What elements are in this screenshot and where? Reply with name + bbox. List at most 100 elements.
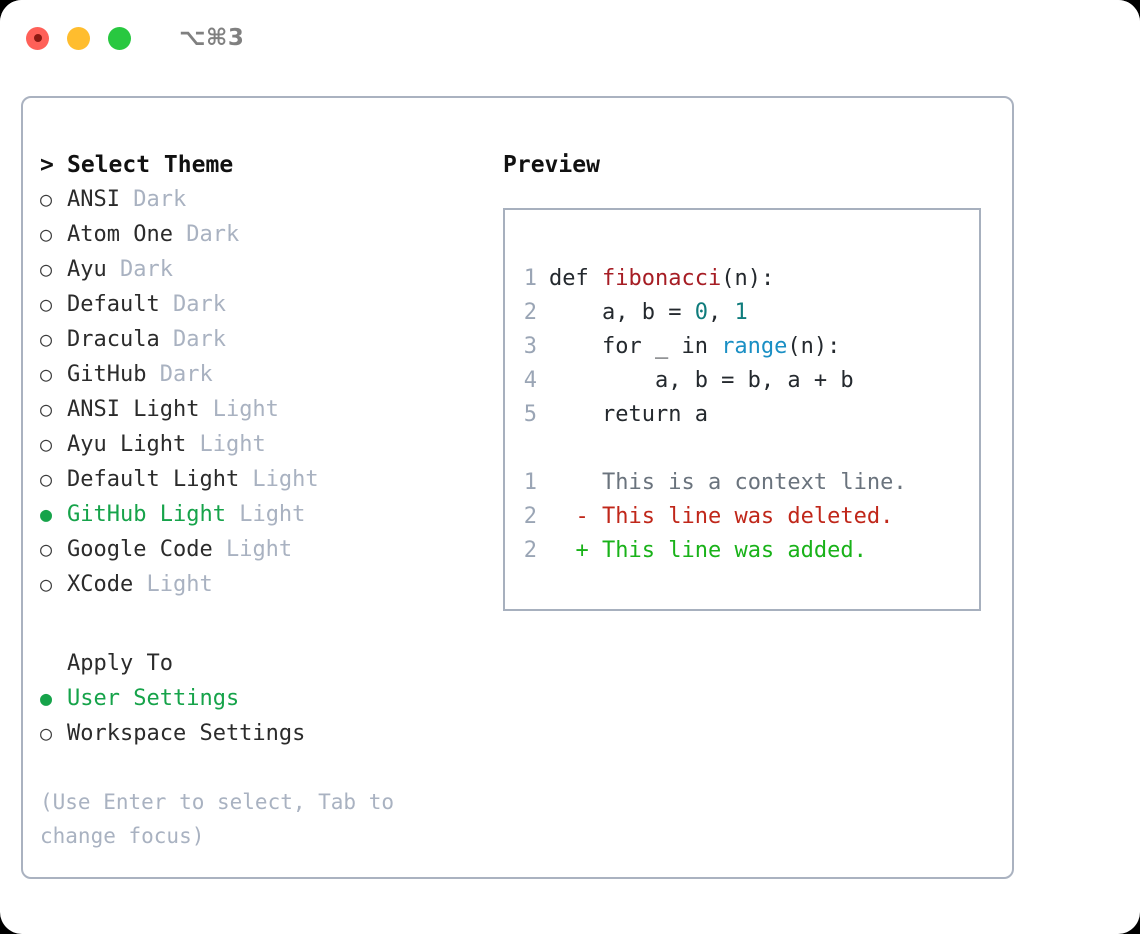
apply-to-option-label: Workspace Settings <box>67 721 306 746</box>
theme-list: ○ANSI Dark○Atom One Dark○Ayu Dark○Defaul… <box>40 182 503 602</box>
code-line: 3 for _ in range(n): <box>505 330 979 364</box>
radio-unselected-icon: ○ <box>40 327 53 351</box>
theme-picker-column: >Select Theme ○ANSI Dark○Atom One Dark○A… <box>23 148 503 877</box>
theme-variant-badge: Dark <box>172 222 240 247</box>
code-token-plain: return a <box>549 402 708 427</box>
code-token-plain: (n): <box>787 334 841 359</box>
theme-option-default-light[interactable]: ○Default Light Light <box>40 462 503 497</box>
apply-to-header: ○Apply To <box>40 646 503 681</box>
theme-option-ansi-light[interactable]: ○ ANSI Light Light <box>40 392 503 427</box>
diff-marker: - <box>549 504 589 529</box>
code-line-number: 2 <box>523 300 537 325</box>
theme-option-ayu-light[interactable]: ○ Ayu Light Light <box>40 427 503 462</box>
theme-option-label: ANSI <box>67 187 120 212</box>
diff-line: 2 + This line was added. <box>505 534 979 568</box>
apply-to-list: ●User Settings ○ Workspace Settings <box>40 681 503 751</box>
theme-variant-badge: Dark <box>119 187 187 212</box>
theme-option-label: XCode <box>67 572 134 597</box>
diff-line: 2 - This line was deleted. <box>505 500 979 534</box>
select-theme-header-label: Select Theme <box>67 152 234 178</box>
theme-variant-badge: Dark <box>159 292 226 317</box>
radio-unselected-icon: ○ <box>40 187 53 211</box>
apply-to-header-label: Apply To <box>67 651 173 676</box>
theme-option-label: Atom One <box>67 222 173 247</box>
diff-line-number: 2 <box>523 504 537 529</box>
code-line-content: for _ in range(n): <box>549 330 840 364</box>
theme-option-label: Dracula <box>67 327 160 352</box>
code-line-content: return a <box>549 398 708 432</box>
spacer <box>505 432 979 466</box>
theme-option-label: GitHub Light <box>67 502 226 527</box>
code-token-fn: fibonacci <box>601 266 722 291</box>
theme-option-label: Default <box>67 292 160 317</box>
theme-option-github[interactable]: ○ GitHub Dark <box>40 357 503 392</box>
theme-option-dracula[interactable]: ○ Dracula Dark <box>40 322 503 357</box>
code-line-content: a, b = 0, 1 <box>549 296 748 330</box>
theme-option-label: ANSI Light <box>67 397 200 422</box>
diff-line: 1 This is a context line. <box>505 466 979 500</box>
apply-to-option-user-settings[interactable]: ●User Settings <box>40 681 503 716</box>
radio-selected-icon: ● <box>40 686 53 710</box>
theme-variant-badge: Light <box>225 502 306 527</box>
select-theme-header: > Select Theme <box>40 148 503 182</box>
main-panel: >Select Theme ○ANSI Dark○Atom One Dark○A… <box>21 96 1014 879</box>
code-token-num: 1 <box>734 300 748 325</box>
code-line-content: a, b = b, a + b <box>549 364 854 398</box>
theme-option-label: Ayu Light <box>67 432 187 457</box>
theme-option-ayu[interactable]: ○Ayu Dark <box>40 252 503 287</box>
theme-variant-badge: Dark <box>159 327 226 352</box>
code-token-plain: def <box>549 266 602 291</box>
theme-option-label: Ayu <box>67 257 107 282</box>
minimize-button-icon[interactable] <box>67 26 90 50</box>
theme-option-google-code[interactable]: ○Google Code Light <box>40 532 503 567</box>
radio-unselected-icon: ○ <box>40 572 53 596</box>
radio-selected-icon: ● <box>40 502 53 526</box>
caret-icon: > <box>40 152 54 178</box>
theme-variant-badge: Light <box>199 397 279 422</box>
diff-line-text: This line was deleted. <box>588 504 894 529</box>
code-token-num: 0 <box>694 300 708 325</box>
theme-option-default[interactable]: ○ Default Dark <box>40 287 503 322</box>
spacer <box>40 602 503 646</box>
theme-variant-badge: Dark <box>146 362 213 387</box>
theme-option-ansi[interactable]: ○ ANSI Dark <box>40 182 503 217</box>
theme-option-xcode[interactable]: ○ XCode Light <box>40 567 503 602</box>
code-token-builtin: range <box>721 334 788 359</box>
theme-option-atom-one[interactable]: ○ Atom One Dark <box>40 217 503 252</box>
theme-option-label: GitHub <box>67 362 147 387</box>
radio-unselected-icon: ○ <box>40 432 53 456</box>
keyboard-shortcut-label: ⌥⌘3 <box>179 25 245 51</box>
close-button-icon[interactable] <box>26 26 49 50</box>
radio-unselected-icon: ○ <box>40 292 53 316</box>
theme-variant-badge: Light <box>186 432 266 457</box>
diff-line-text: This line was added. <box>588 538 867 563</box>
code-token-plain: for _ in <box>549 334 722 359</box>
apply-to-header-indent: ○ <box>40 646 67 680</box>
code-token-plain: a, b = b, a + b <box>549 368 854 393</box>
code-line: 5 return a <box>505 398 979 432</box>
theme-option-label: Default Light <box>67 467 240 492</box>
radio-unselected-icon: ○ <box>40 362 53 386</box>
radio-unselected-icon: ○ <box>40 397 53 421</box>
maximize-button-icon[interactable] <box>108 26 131 50</box>
radio-unselected-icon: ○ <box>40 222 53 246</box>
close-dot-icon <box>33 34 42 42</box>
theme-variant-badge: Light <box>212 537 293 562</box>
title-bar: ⌥⌘3 <box>0 0 1140 76</box>
diff-marker: + <box>549 538 589 563</box>
radio-unselected-icon: ○ <box>40 257 53 281</box>
theme-variant-badge: Light <box>133 572 213 597</box>
radio-unselected-icon: ○ <box>40 721 53 745</box>
code-line-content: def fibonacci(n): <box>549 262 774 296</box>
code-token-plain: a, b = <box>549 300 695 325</box>
theme-variant-badge: Light <box>239 467 319 492</box>
theme-option-github-light[interactable]: ● GitHub Light Light <box>40 497 503 532</box>
apply-to-option-workspace-settings[interactable]: ○ Workspace Settings <box>40 716 503 751</box>
diff-sample: 1 This is a context line.2 - This line w… <box>505 466 979 568</box>
code-line-number: 4 <box>523 368 537 393</box>
code-line: 4 a, b = b, a + b <box>505 364 979 398</box>
